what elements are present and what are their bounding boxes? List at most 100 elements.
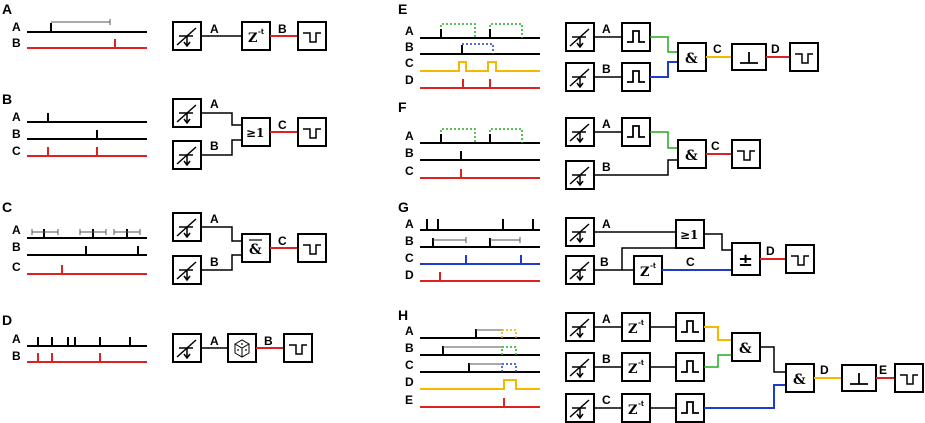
sensor-icon <box>172 212 202 242</box>
wire-label: C <box>713 42 722 56</box>
wire-label: A <box>602 312 611 326</box>
pulse-icon <box>621 22 651 52</box>
wire-label: B <box>278 22 287 36</box>
sensor-icon <box>172 255 202 285</box>
and-gate: & <box>731 332 761 362</box>
trace-c-label: C <box>405 251 414 265</box>
wire-label: B <box>264 334 273 348</box>
sensor-icon <box>565 160 595 190</box>
svg-text:Z: Z <box>248 31 258 46</box>
trace-b-label: B <box>12 127 21 141</box>
nand-gate: & <box>241 233 271 263</box>
panel-g-label: G <box>398 199 409 215</box>
wire-label: D <box>766 244 775 258</box>
svg-text:&: & <box>685 51 698 67</box>
delay-block: Z -t <box>633 255 663 285</box>
pulse-icon <box>675 352 705 382</box>
svg-text:&: & <box>739 341 752 357</box>
delay-block: Z -t <box>621 352 651 382</box>
output-icon <box>731 139 761 169</box>
wire-label: D <box>820 363 829 377</box>
plus-minus-block: ± <box>731 242 761 276</box>
pulse-icon <box>675 312 705 342</box>
and-gate: & <box>677 42 707 72</box>
sensor-icon <box>565 352 595 382</box>
pulse-icon <box>675 393 705 423</box>
sensor-icon <box>172 98 202 128</box>
trace-d-label: D <box>405 375 414 389</box>
sensor-icon <box>565 312 595 342</box>
wire-label: B <box>210 139 219 153</box>
wire-label: C <box>686 255 695 269</box>
svg-text:-t: -t <box>638 358 645 367</box>
trace-b-label: B <box>12 349 21 363</box>
trace-b-label: B <box>12 36 21 50</box>
output-icon <box>894 363 924 393</box>
dice-icon <box>227 333 257 363</box>
delay-block: Z -t <box>621 312 651 342</box>
trace-b-label: B <box>405 40 414 54</box>
sensor-icon <box>565 393 595 423</box>
sensor-icon <box>565 217 595 247</box>
svg-text:&: & <box>249 242 262 258</box>
wire-label: A <box>602 117 611 131</box>
svg-text:Z: Z <box>640 265 650 280</box>
trace-b-label: B <box>12 240 21 254</box>
trace-d-label: D <box>405 73 414 87</box>
svg-text:-t: -t <box>638 318 645 327</box>
svg-text:Z: Z <box>628 403 638 418</box>
trace-b-label: B <box>405 146 414 160</box>
wire-label: A <box>210 334 219 348</box>
output-icon <box>283 333 313 363</box>
delay-block: Z -t <box>621 393 651 423</box>
trace-a-label: A <box>12 110 21 124</box>
trace-c-label: C <box>405 164 414 178</box>
trace-a-label: A <box>405 24 414 38</box>
panel-a-label: A <box>2 1 12 17</box>
output-icon <box>785 244 815 274</box>
wire-label: B <box>600 255 609 269</box>
trace-a-label: A <box>12 20 21 34</box>
wire-label: A <box>210 212 219 226</box>
or-gate: ≥1 <box>241 117 271 147</box>
trace-c-label: C <box>12 144 21 158</box>
wire-label: A <box>602 22 611 36</box>
sensor-icon <box>172 21 202 51</box>
svg-text:-t: -t <box>650 261 657 270</box>
wire-label: C <box>278 118 287 132</box>
wire-label: B <box>602 352 611 366</box>
wire-label: C <box>278 234 287 248</box>
sensor-icon <box>565 117 595 147</box>
trace-b-label: B <box>405 234 414 248</box>
sensor-icon <box>565 22 595 52</box>
trace-a-label: A <box>12 332 21 346</box>
panel-c-label: C <box>2 199 12 215</box>
pulse-icon <box>621 62 651 92</box>
pulse-icon <box>621 117 651 147</box>
svg-text:Z: Z <box>628 362 638 377</box>
panel-e-label: E <box>398 1 407 17</box>
panel-h-label: H <box>398 307 408 323</box>
trace-c-label: C <box>12 260 21 274</box>
edge-detect-icon <box>841 364 877 392</box>
svg-text:-t: -t <box>638 399 645 408</box>
and-gate: & <box>677 139 707 169</box>
output-icon <box>297 233 327 263</box>
trace-c-label: C <box>405 358 414 372</box>
wire-label: B <box>210 255 219 269</box>
svg-text:±: ± <box>738 250 753 271</box>
panel-b-label: B <box>2 91 12 107</box>
sensor-icon <box>172 140 202 170</box>
or-gate: ≥1 <box>675 219 705 249</box>
output-icon <box>789 42 819 72</box>
trace-c-label: C <box>405 56 414 70</box>
sensor-icon <box>565 62 595 92</box>
svg-text:Z: Z <box>628 322 638 337</box>
trace-d-label: D <box>405 268 414 282</box>
wire-label: E <box>879 363 887 377</box>
and-gate: & <box>785 363 815 393</box>
sensor-icon <box>172 333 202 363</box>
trace-e-label: E <box>405 393 413 407</box>
